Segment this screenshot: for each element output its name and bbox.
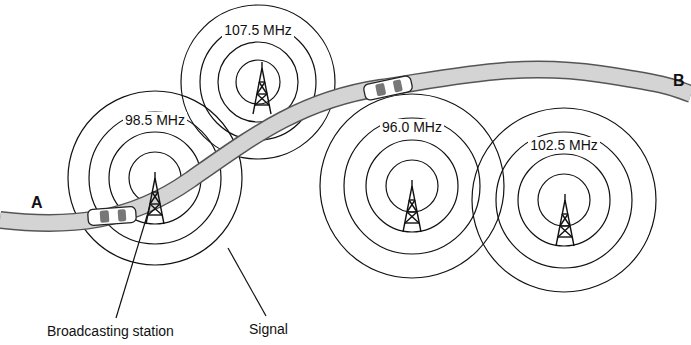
label-holder: B xyxy=(672,72,686,90)
label-holder: Signal xyxy=(248,320,289,338)
signal-ring xyxy=(68,91,242,265)
leader-line xyxy=(116,206,150,318)
frequency-label: 107.5 MHz xyxy=(222,22,294,38)
car xyxy=(363,75,413,101)
label-holder: Broadcasting station xyxy=(46,322,175,340)
signal-ring xyxy=(518,154,610,246)
signal-range: 102.5 MHz xyxy=(472,108,656,292)
part-label: Broadcasting station xyxy=(46,323,175,339)
signal-rings xyxy=(472,108,656,292)
road-edge xyxy=(0,69,691,223)
signal-ring xyxy=(386,160,438,212)
part-label: Signal xyxy=(248,321,289,337)
signal-ring xyxy=(200,24,316,140)
label-holder: A xyxy=(30,194,44,212)
signal-ring xyxy=(236,60,280,104)
frequency-label: 98.5 MHz xyxy=(123,112,187,128)
broadcast-tower xyxy=(146,62,574,246)
leader-line xyxy=(228,248,266,316)
signal-ring xyxy=(538,174,590,226)
car xyxy=(88,206,137,225)
frequency-label: 102.5 MHz xyxy=(528,137,600,153)
signal-ring xyxy=(366,140,458,232)
road-end-label: A xyxy=(30,195,44,211)
frequency-label: 96.0 MHz xyxy=(380,119,444,135)
signal-ring xyxy=(472,108,656,292)
road-end-label: B xyxy=(672,73,686,89)
signal-ring xyxy=(496,132,632,268)
signal-ring xyxy=(320,94,504,278)
road xyxy=(0,69,691,223)
signal-ring xyxy=(344,118,480,254)
